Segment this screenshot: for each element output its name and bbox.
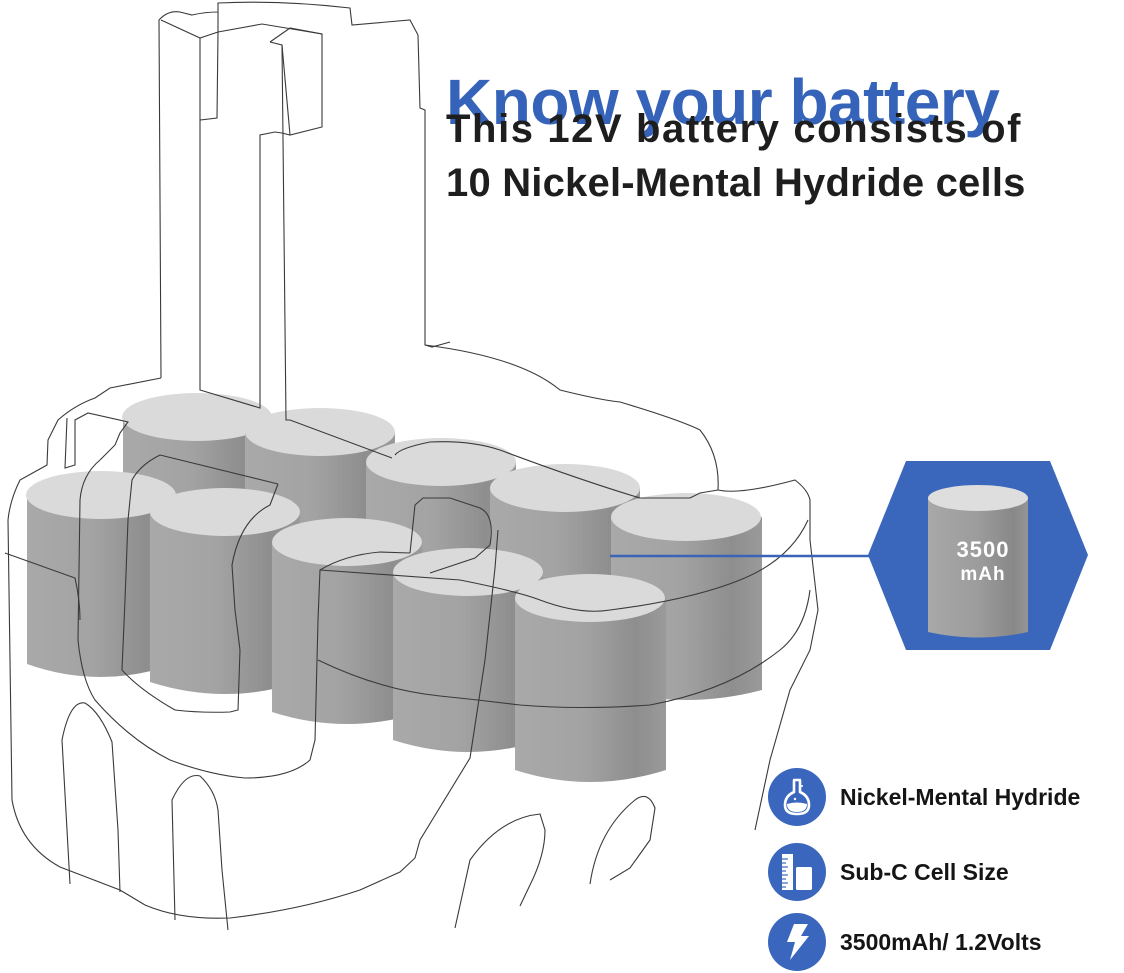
feature-capacity-voltage: 3500mAh/ 1.2Volts — [768, 912, 1042, 972]
battery-cells-front-row — [26, 471, 666, 782]
feature-chemistry: Nickel-Mental Hydride — [768, 767, 1080, 827]
battery-cell-icon — [928, 485, 1028, 638]
lightning-bolt-icon — [768, 913, 826, 971]
capacity-unit: mAh — [960, 564, 1006, 585]
subtitle-line-1: This 12V battery consists of — [446, 107, 1023, 151]
feature-cell-size: Sub-C Cell Size — [768, 842, 1009, 902]
battery-housing-outline — [4, 1, 819, 931]
feature-label: Nickel-Mental Hydride — [840, 783, 1081, 810]
subtitle-line-2: 10 Nickel-Mental Hydride cells — [446, 161, 1026, 205]
cell-icon — [26, 471, 176, 677]
cell-icon — [393, 548, 543, 752]
flask-icon — [768, 768, 826, 826]
feature-label: Sub-C Cell Size — [840, 858, 1009, 885]
cell-icon — [150, 488, 300, 694]
cell-icon — [272, 518, 422, 724]
ruler-cell-size-icon — [768, 843, 826, 901]
capacity-value: 3500 — [956, 537, 1010, 562]
capacity-callout-hexagon — [868, 461, 1088, 650]
page-title: Know your battery — [446, 65, 1000, 138]
feature-label: 3500mAh/ 1.2Volts — [840, 928, 1042, 955]
cell-icon — [515, 574, 666, 782]
